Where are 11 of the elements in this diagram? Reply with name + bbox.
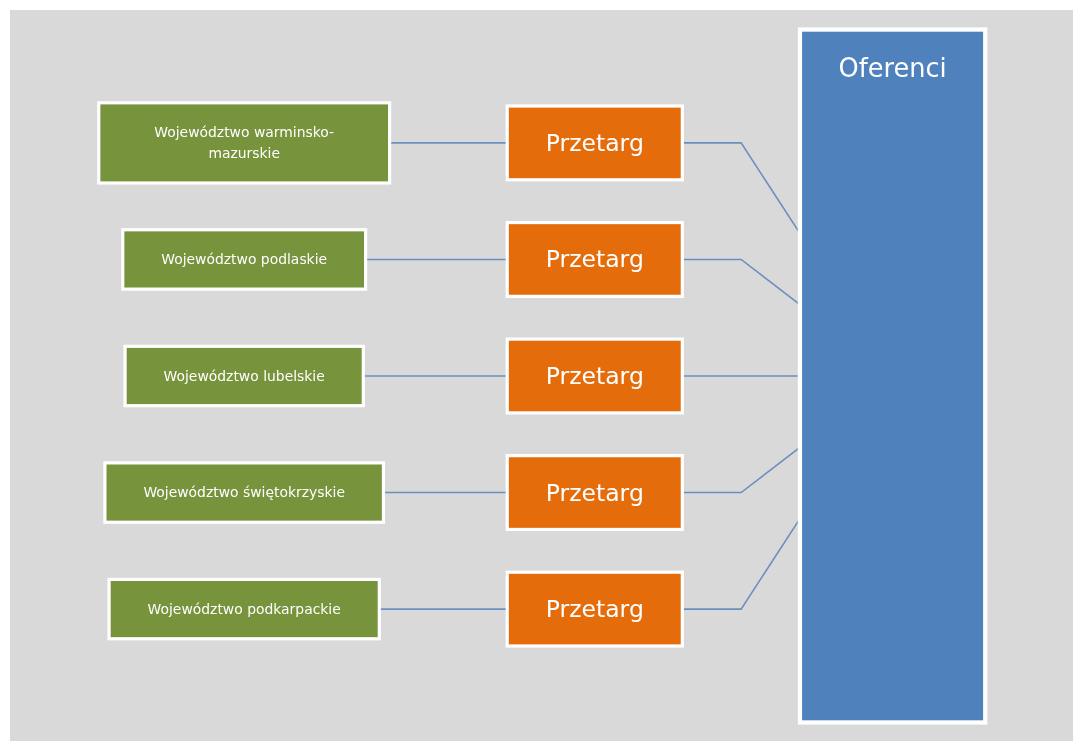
node-box: Województwo podlaskie [120,227,367,291]
node-box: Województwo świętokrzyskie [102,460,385,524]
node-box: Przetarg [505,570,684,648]
node-box: Województwo podkarpackie [106,577,381,640]
node-box: Przetarg [505,103,684,181]
node-box: Przetarg [505,453,684,531]
node-box: Przetarg [505,220,684,298]
node-box: Województwo lubelskie [122,344,365,407]
node-box: Oferenci [797,26,987,725]
node-box: Województwo warminsko-mazurskie [96,100,391,185]
node-box: Przetarg [505,337,684,414]
